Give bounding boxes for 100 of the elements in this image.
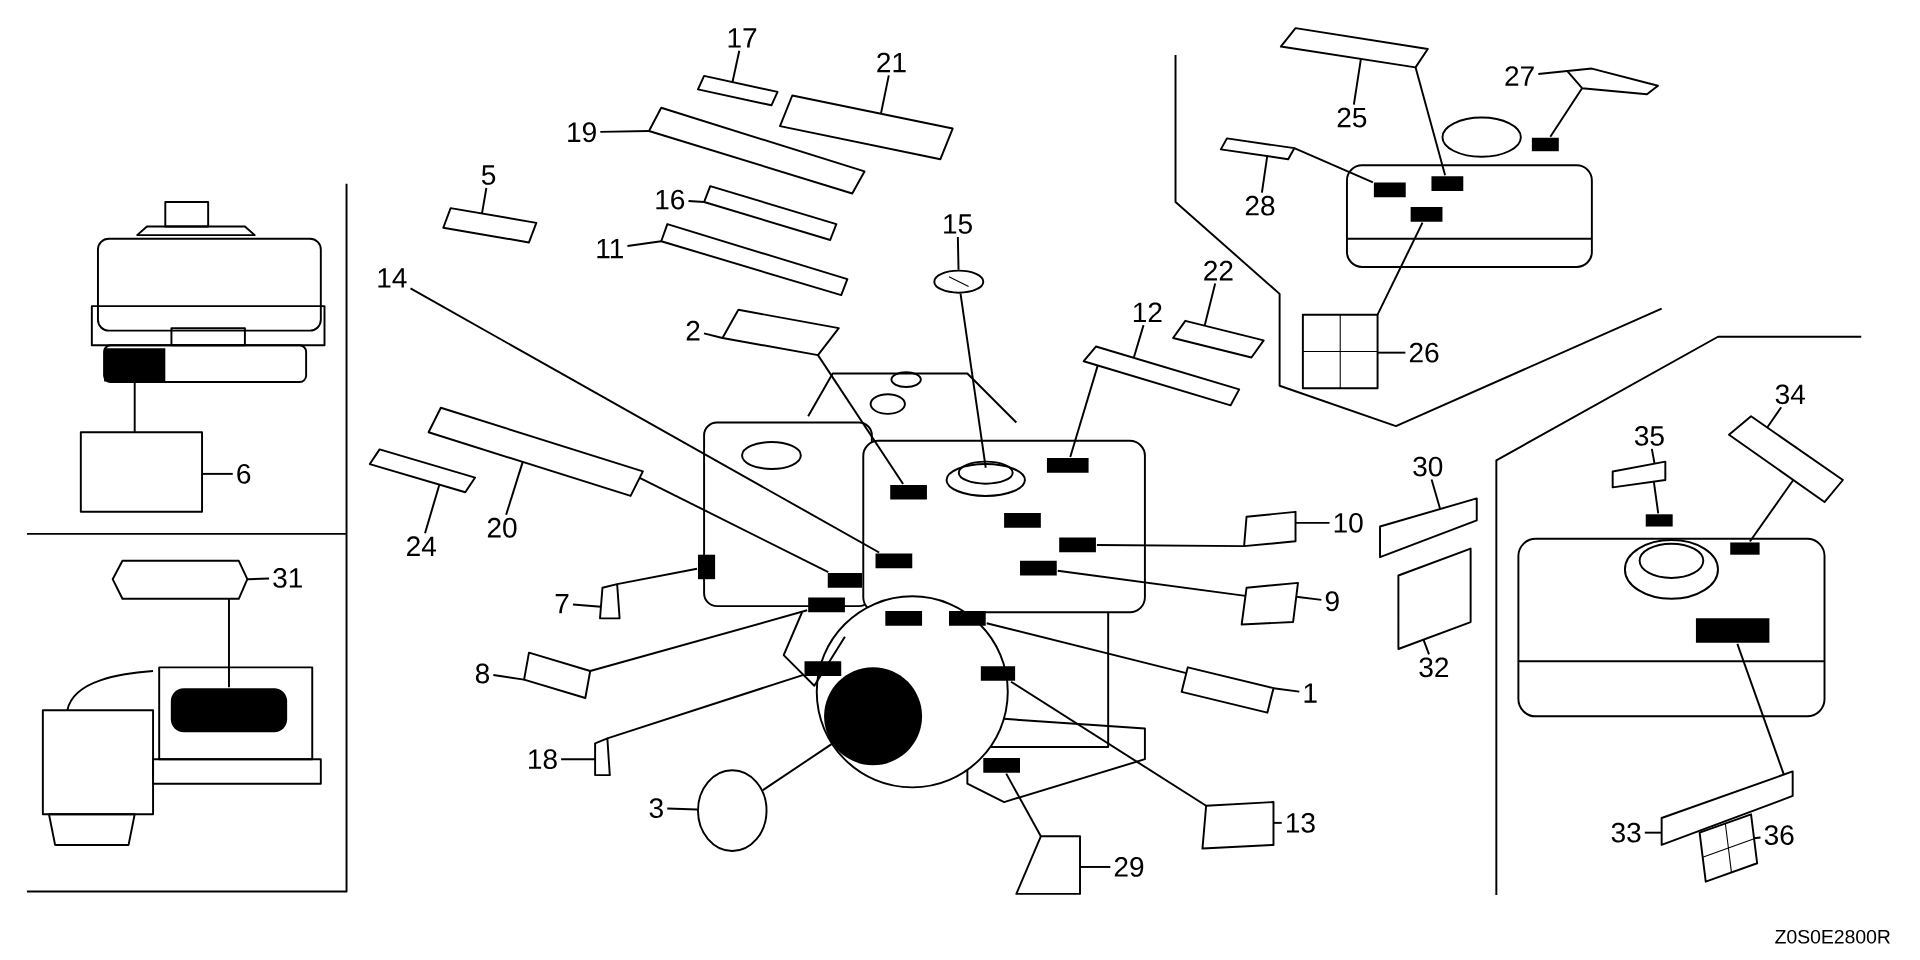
callout-number: 15	[944, 214, 972, 234]
leader-line	[424, 483, 441, 535]
leader-line	[481, 187, 488, 215]
leader-line	[1069, 364, 1099, 458]
leader-line	[133, 381, 136, 434]
leader-line	[1056, 569, 1247, 597]
label-patch	[949, 611, 986, 626]
callout-number: 31	[273, 568, 302, 588]
leader-line	[1736, 642, 1785, 776]
leader-line	[956, 236, 960, 271]
leader-line	[1753, 836, 1762, 840]
label-part	[933, 269, 985, 294]
callout-number: 22	[1204, 260, 1233, 281]
label-patch	[980, 666, 1016, 681]
leader-line	[1203, 282, 1217, 327]
callout-number: 5	[481, 165, 496, 185]
callout-number: 27	[1505, 66, 1534, 86]
hub-circle	[824, 667, 923, 766]
leader-line	[228, 597, 230, 689]
label-part	[1698, 813, 1759, 883]
leader-line	[409, 287, 881, 554]
label-patch	[1410, 206, 1443, 222]
leader-line	[731, 49, 741, 83]
leader-line	[1295, 595, 1323, 601]
label-part	[703, 185, 838, 241]
label-part	[697, 74, 779, 107]
label-part	[721, 308, 840, 357]
label-patch	[875, 553, 913, 569]
label-part	[697, 769, 768, 852]
label-part	[1611, 460, 1667, 489]
callout-number: 34	[1775, 384, 1805, 405]
leader-line	[606, 673, 805, 740]
label-part	[111, 559, 249, 600]
callout-number: 12	[1133, 302, 1162, 322]
label-part	[79, 431, 203, 513]
callout-number: 13	[1287, 812, 1315, 833]
callout-number: 29	[1114, 857, 1144, 877]
callout-number: 18	[529, 749, 557, 770]
label-patch	[697, 554, 716, 580]
label-part	[1240, 581, 1299, 626]
label-part	[523, 651, 592, 699]
leader-line	[1766, 406, 1783, 429]
leader-line	[1352, 57, 1362, 106]
label-patch	[1431, 176, 1464, 191]
leader-line	[599, 130, 650, 133]
label-part	[1728, 415, 1844, 504]
callout-number: 19	[568, 122, 596, 143]
leader-line	[1272, 821, 1283, 824]
callout-number: 20	[487, 517, 517, 538]
leader-line	[626, 240, 663, 248]
leader-line	[1095, 544, 1246, 548]
callout-number: 17	[728, 28, 757, 48]
callout-number: 14	[378, 268, 407, 288]
label-part	[1379, 497, 1478, 559]
leader-line	[1430, 478, 1442, 510]
label-part	[1279, 27, 1429, 69]
leader-line	[1272, 687, 1301, 693]
label-part	[442, 207, 538, 244]
leader-line	[687, 199, 706, 203]
label-patch	[1695, 618, 1770, 643]
callout-number: 35	[1634, 426, 1664, 446]
label-patch	[808, 597, 845, 613]
leader-line	[1414, 66, 1447, 177]
callout-number: 6	[237, 463, 251, 484]
leader-line	[817, 354, 905, 485]
leader-line	[560, 758, 597, 761]
callout-number: 26	[1409, 342, 1439, 363]
drawing-code: Z0S0E2800R	[1775, 929, 1890, 944]
leader-line	[666, 807, 698, 811]
leader-line	[572, 603, 602, 608]
callout-number: 33	[1611, 822, 1641, 843]
label-patch	[1373, 182, 1406, 198]
label-part	[368, 448, 477, 494]
leader-line	[505, 460, 524, 516]
label-patch	[983, 757, 1020, 773]
callout-number: 9	[1325, 591, 1339, 612]
leader-line	[1079, 866, 1112, 868]
callout-number: 11	[597, 238, 623, 259]
leader-line	[1260, 155, 1269, 194]
callout-number: 8	[475, 663, 489, 684]
leader-line	[1294, 521, 1331, 524]
leader-line	[638, 476, 830, 574]
leader-line	[761, 743, 833, 792]
callout-number: 7	[555, 594, 569, 614]
label-part	[427, 406, 644, 497]
callout-number: 30	[1413, 456, 1443, 477]
label-part	[1015, 835, 1081, 895]
leader-line	[1422, 638, 1430, 656]
callout-number: 10	[1334, 512, 1363, 533]
leader-line	[201, 472, 234, 475]
leader-line	[1376, 351, 1407, 354]
leader-line	[959, 292, 987, 469]
leader-line	[879, 74, 890, 115]
leader-line	[1132, 324, 1145, 359]
leader-line	[616, 567, 698, 586]
label-part	[1301, 313, 1379, 390]
label-patch	[170, 688, 288, 733]
leader-line	[589, 609, 809, 672]
label-part	[660, 223, 849, 297]
leader-line	[1643, 831, 1663, 834]
